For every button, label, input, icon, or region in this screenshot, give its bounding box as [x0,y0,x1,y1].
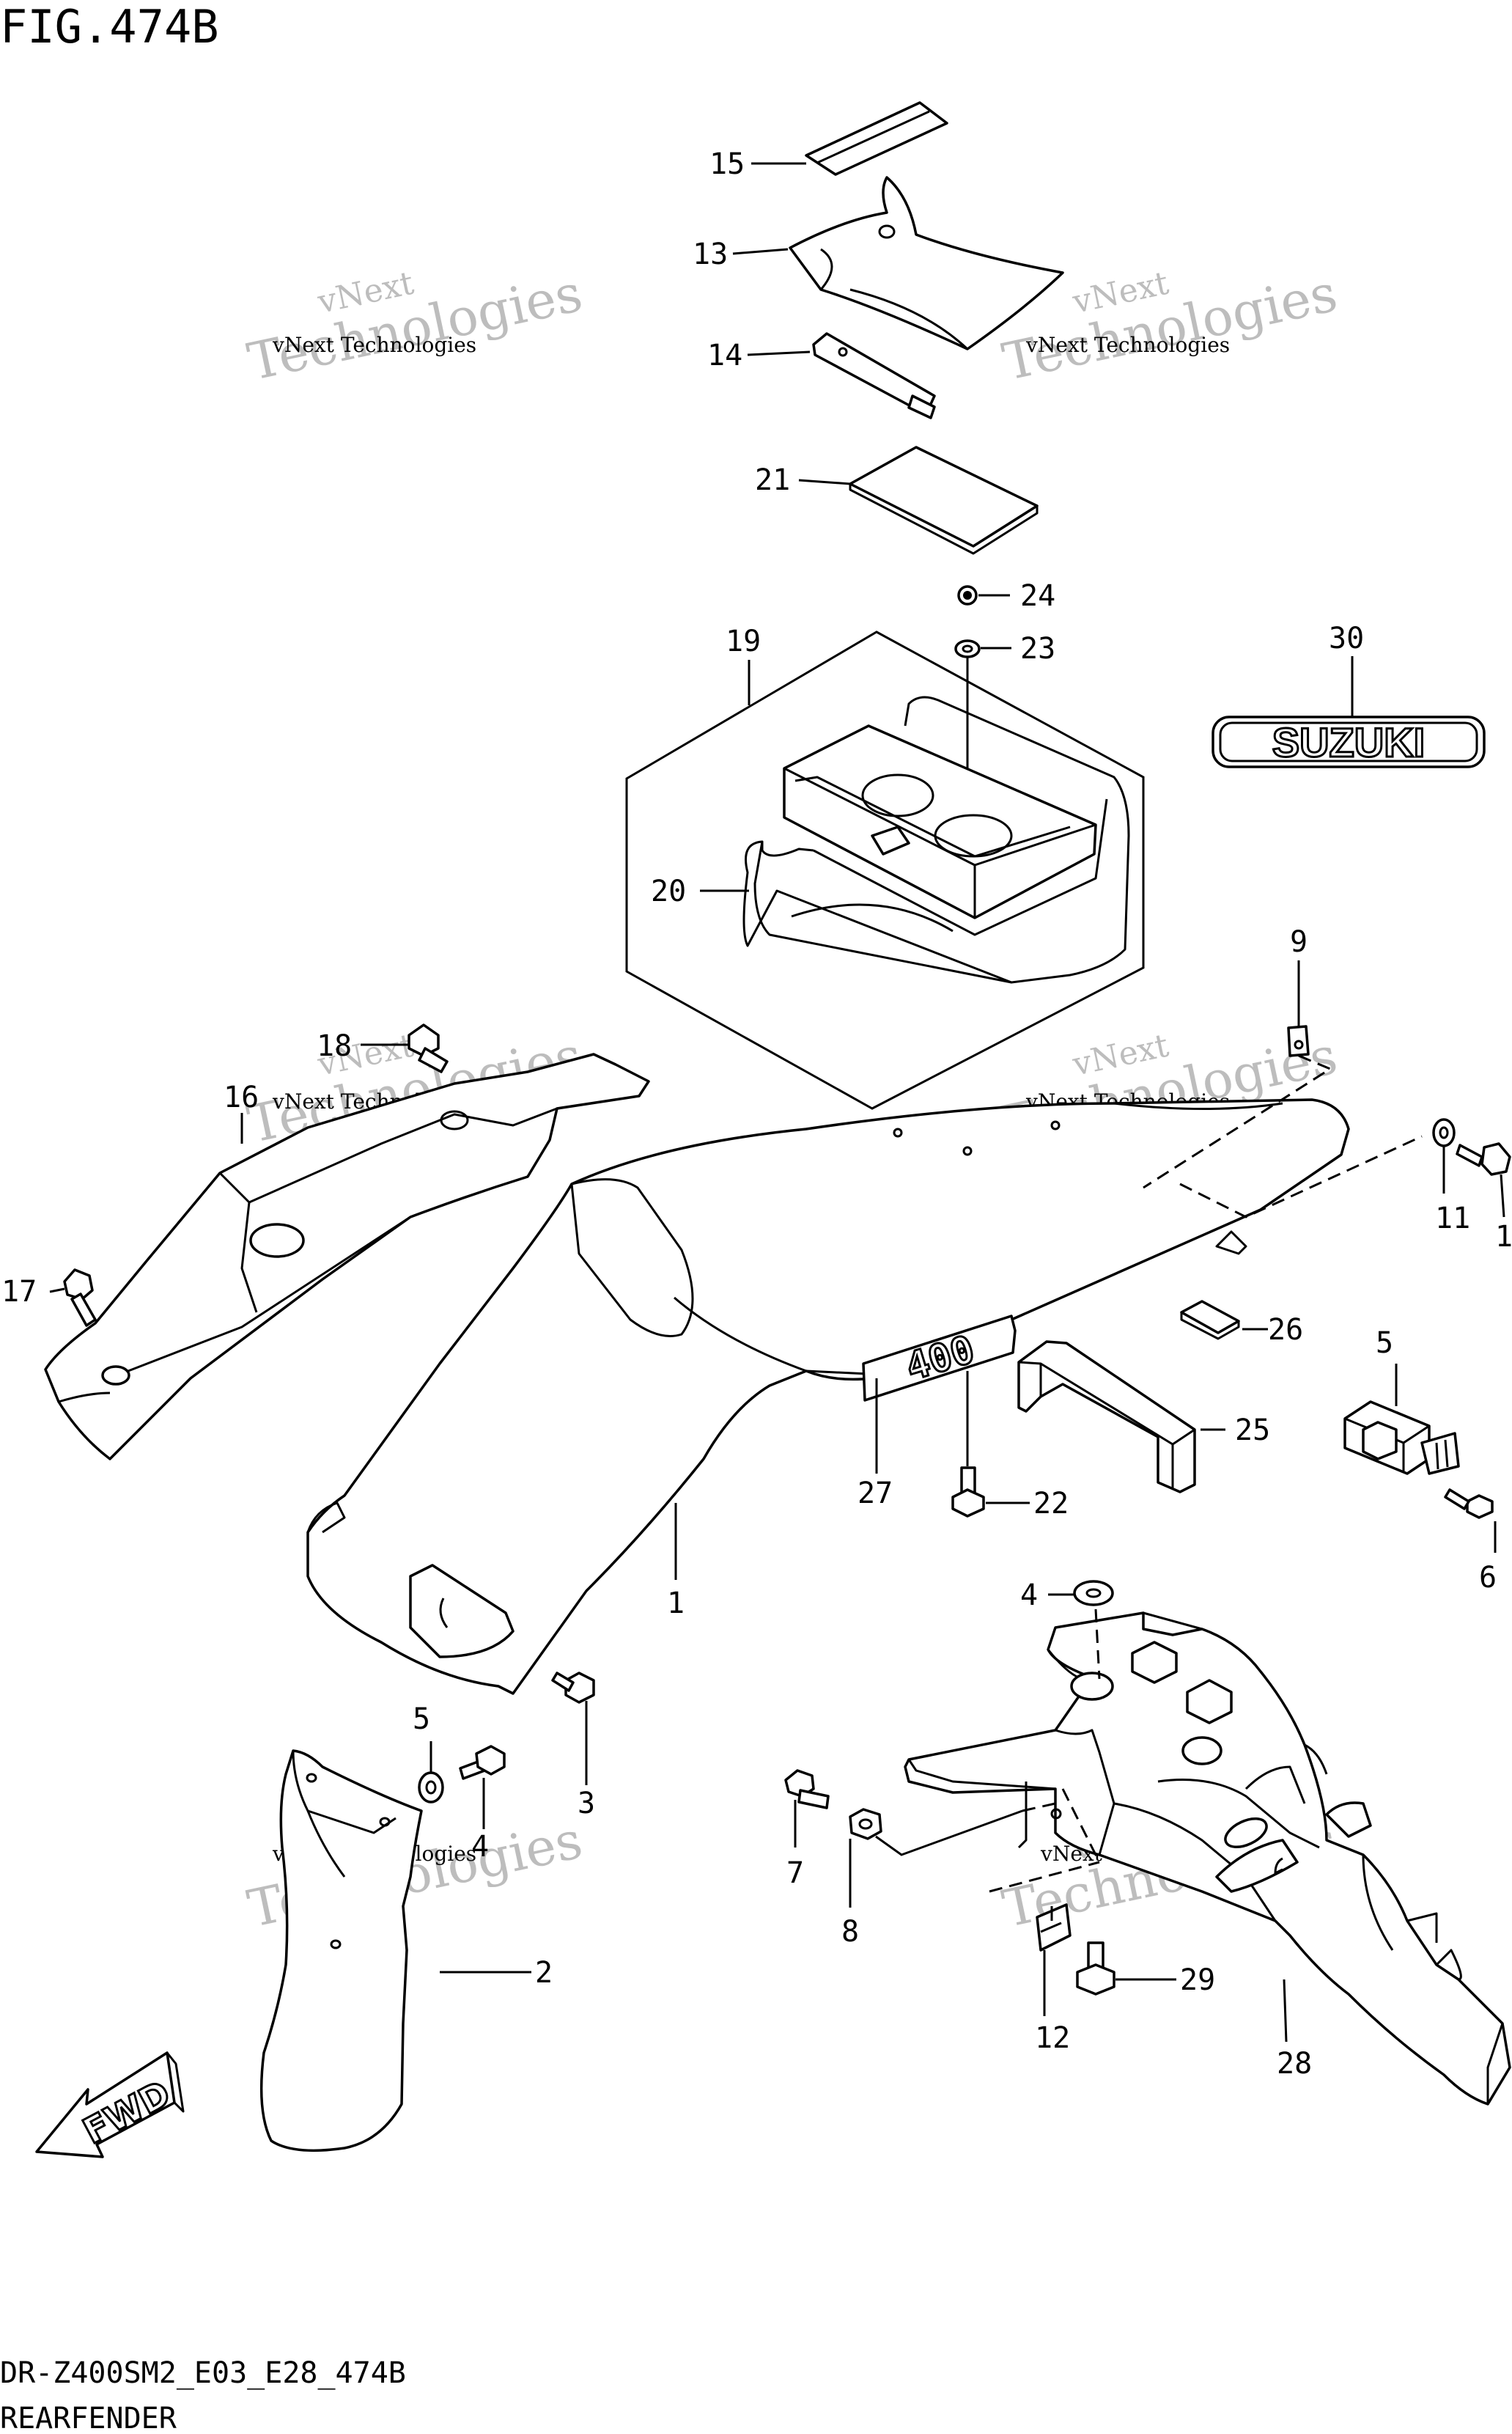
part-27-grab-handle [1017,1340,1196,1493]
part-28-cushion [1180,1300,1240,1340]
callout-2: 3 [578,1787,595,1820]
callout-5-top: 4 [1020,1578,1038,1612]
part-21-tray [783,724,1097,919]
section-name: REARFENDER [0,2402,177,2434]
callout-1: 1 [667,1586,685,1620]
callout-5-lower: 8 [841,1915,859,1949]
callout-7: 9 [1290,925,1308,959]
part-15-tool-bag [789,176,1064,350]
watermark-2: vNext Technologies [997,263,1342,393]
part-30-emblem: SUZUKI [1212,716,1486,768]
dashed-ref-4 [1061,1788,1101,1863]
callout-28: 26 [1268,1313,1303,1347]
callout-8: 10 [1495,1220,1512,1254]
part-4-bolt-left [784,1769,830,1809]
callout-10: 2 [535,1956,553,1990]
emblem-text: SUZUKI [1272,719,1425,765]
part-25-washer [954,639,981,658]
callout-29: 27 [858,1477,893,1510]
model-code: DR-Z400SM2_E03_E28_474B [0,2356,406,2390]
dashed-ref-9 [1179,1135,1423,1218]
callout-11: 4 [471,1830,489,1864]
part-6-rear-inner-fender [904,1611,1511,2106]
callout-9: 11 [1435,1202,1470,1235]
callout-18: 16 [224,1081,259,1114]
callout-30: 30 [1329,622,1364,655]
part-24-bolt [951,1466,985,1518]
part-1-rear-fender [306,1098,1350,1695]
part-13-relay [1343,1400,1460,1475]
svg-text:Technologies: Technologies [243,263,587,393]
leader-5b-bracket [875,1809,1023,1856]
callout-26: 24 [1020,579,1055,613]
callout-15: 13 [693,238,728,271]
part-23-manual-card [849,446,1039,555]
callout-14: 6 [1479,1561,1497,1595]
part-26-nut [957,585,978,606]
part-4-bolt-lower [1076,1941,1115,1996]
part-20-bolt [407,1023,449,1073]
dashed-ref-5 [1094,1608,1101,1680]
part-10-mud-flap [259,1749,423,2152]
callout-4-right: 29 [1180,1963,1215,1997]
watermark-1-sub: vNext Technologies [272,333,476,357]
callout-24: 22 [1033,1487,1069,1521]
part-16-spanner [812,332,936,419]
leader-lines [49,162,1505,2043]
part-17-strap [805,101,948,176]
callout-6: 28 [1277,2047,1312,2081]
part-5-washer-top [1073,1580,1114,1606]
watermark-1: vNext Technologies [243,263,587,393]
part-2-bolt [551,1672,595,1704]
part-9-washer [1432,1118,1456,1147]
callout-27: 25 [1235,1413,1270,1447]
part-14-screw [1444,1488,1494,1519]
callout-22: 20 [651,875,686,908]
callout-20: 18 [317,1029,352,1063]
part-18-inner-fender [44,1053,650,1460]
callout-25: 23 [1020,632,1055,666]
callout-19: 17 [1,1275,37,1309]
callout-12: 5 [413,1702,430,1736]
dashed-ref-3 [989,1861,1100,1893]
part-7-clip-nut [1287,1025,1310,1057]
callout-4-left: 7 [786,1856,804,1890]
callout-13: 5 [1376,1326,1393,1360]
watermark-2-sub: vNext Technologies [1025,333,1230,357]
part-3-clip [1036,1903,1072,1952]
dashed-ref-7 [1143,1054,1333,1189]
callout-labels: 15 13 14 21 24 23 19 20 30 9 11 10 18 16… [1,147,1512,2081]
callout-21: 19 [726,625,761,658]
figure-title: FIG.474B [0,0,219,54]
part-12-washer [418,1771,444,1804]
callout-16: 14 [707,339,742,372]
dashed-ref-5b [1022,1802,1056,1812]
part-21-box-frame [625,630,1145,1110]
part-8-bolt [1456,1142,1511,1176]
callout-3: 12 [1035,2021,1070,2055]
callout-23: 21 [755,463,790,497]
fwd-arrow: FWD [35,2051,185,2158]
part-22-case [742,696,1130,984]
part-11-bolt [459,1745,506,1780]
callout-17: 15 [709,147,745,181]
part-19-bolt [63,1268,97,1327]
part-5-nut-lower [849,1808,882,1840]
